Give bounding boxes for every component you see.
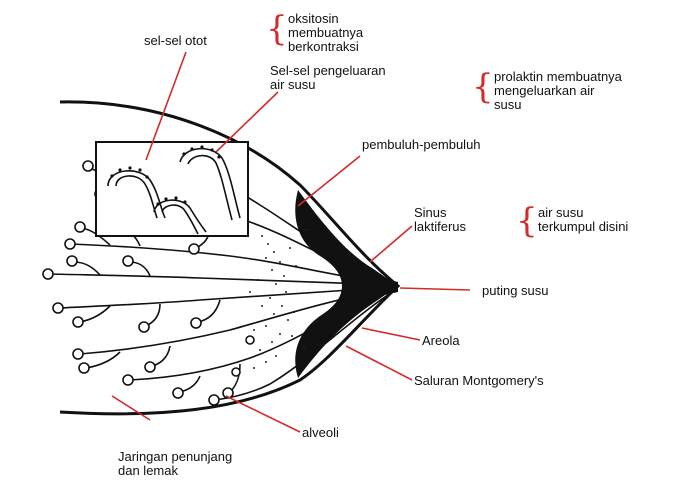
label-pembuluh: pembuluh-pembuluh [362, 138, 481, 152]
brace-oksitosin: { [266, 12, 288, 46]
label-puting: puting susu [482, 284, 549, 298]
pointer-montgomery [346, 346, 412, 380]
pointer-alveoli [226, 396, 300, 432]
label-montgomery: Saluran Montgomery's [414, 374, 544, 388]
pointer-pembuluh [298, 156, 360, 206]
label-sinus: Sinus laktiferus [414, 206, 466, 234]
label-sel-sel-otot: sel-sel otot [144, 34, 207, 48]
label-sel-pengeluaran: Sel-sel pengeluaran air susu [270, 64, 386, 92]
stippled-tissue [249, 229, 313, 369]
inset-box [96, 142, 248, 236]
brace-air-susu: { [516, 204, 538, 238]
label-prolaktin: prolaktin membuatnya mengeluarkan air su… [494, 70, 622, 112]
pointer-sinus [370, 226, 412, 262]
label-air-susu-terkumpul: air susu terkumpul disini [538, 206, 628, 234]
label-oksitosin: oksitosin membuatnya berkontraksi [288, 12, 363, 54]
label-jaringan: Jaringan penunjang dan lemak [118, 450, 232, 478]
label-alveoli: alveoli [302, 426, 339, 440]
brace-prolaktin: { [472, 70, 494, 104]
label-areola: Areola [422, 334, 460, 348]
pointer-puting [400, 288, 470, 290]
pointer-areola [362, 328, 420, 340]
pointer-jaringan [112, 396, 150, 420]
